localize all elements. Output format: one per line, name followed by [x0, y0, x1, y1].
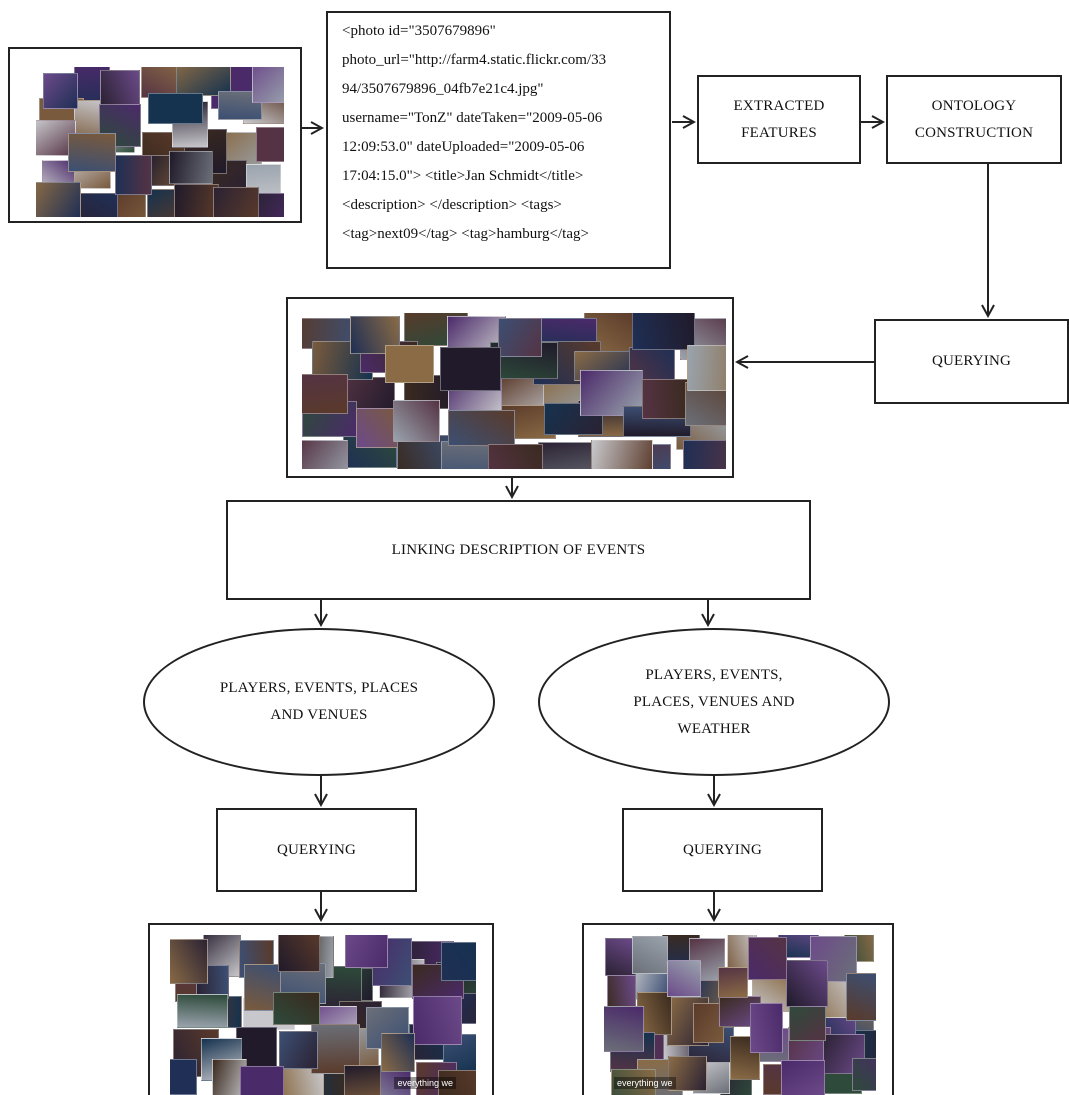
- photo-tile: [448, 409, 516, 447]
- photo-tile: [497, 317, 543, 357]
- metadata-line: <description> </description> <tags>: [342, 197, 562, 213]
- ellipse-right-label: PLAYERS, EVENTS, PLACES, VENUES AND WEAT…: [633, 666, 795, 737]
- collage-caption: everything we: [394, 1077, 456, 1089]
- photo-tile: [173, 183, 219, 217]
- photo-tile: [439, 347, 501, 392]
- photo-tile: [251, 67, 284, 103]
- photo-tile: [169, 151, 213, 184]
- photo-tile: [115, 154, 153, 195]
- photo-tile: [605, 937, 636, 976]
- photo-tile: [175, 67, 232, 96]
- input-collage-frame: [8, 47, 302, 223]
- result-collage-right-frame: everything we: [582, 923, 894, 1095]
- ontology-construction-label: ONTOLOGY CONSTRUCTION: [914, 97, 1034, 141]
- querying-right-box: [622, 808, 823, 892]
- photo-tile: [851, 1058, 876, 1092]
- photo-tile: [750, 1003, 784, 1053]
- input-photo-collage: [36, 67, 284, 217]
- photo-tile: [384, 344, 434, 383]
- ellipse-players-events-places-venues-weather: [538, 628, 890, 776]
- queried-photo-collage: [302, 313, 726, 469]
- photo-metadata-text: <photo id="3507679896" photo_url="http:/…: [342, 17, 606, 249]
- result-collage-left: everything we: [170, 935, 476, 1095]
- linking-description-box: [226, 500, 811, 600]
- photo-tile: [170, 1058, 198, 1095]
- photo-tile: [256, 127, 284, 163]
- metadata-line: <photo id="3507679896": [342, 23, 496, 39]
- photo-tile: [441, 942, 476, 981]
- metadata-line: 17:04:15.0"> <title>Jan Schmidt</title>: [342, 168, 584, 184]
- photo-tile: [747, 937, 788, 980]
- photo-tile: [632, 313, 696, 351]
- metadata-line: 12:09:53.0" dateUploaded="2009-05-06: [342, 139, 585, 155]
- querying-left-label: QUERYING: [276, 841, 357, 858]
- photo-tile: [611, 1068, 656, 1095]
- collage-caption: everything we: [614, 1077, 676, 1089]
- querying-left-box: [216, 808, 417, 892]
- photo-tile: [845, 972, 876, 1021]
- photo-tile: [667, 959, 701, 997]
- result-collage-left-frame: everything we: [148, 923, 494, 1095]
- photo-tile: [717, 966, 748, 998]
- photo-tile: [272, 991, 321, 1025]
- photo-tile: [789, 1004, 826, 1041]
- photo-tile: [438, 1069, 476, 1095]
- photo-tile: [641, 378, 690, 420]
- photo-tile: [413, 996, 462, 1045]
- photo-tile: [682, 440, 726, 469]
- result-collage-right: everything we: [604, 935, 876, 1095]
- photo-tile: [42, 73, 79, 110]
- photo-tile: [99, 70, 141, 105]
- photo-tile: [488, 443, 543, 469]
- photo-tile: [604, 1005, 644, 1052]
- ellipse-left-label: PLAYERS, EVENTS, PLACES AND VENUES: [219, 680, 419, 723]
- photo-tile: [302, 439, 349, 469]
- photo-tile: [686, 344, 726, 392]
- metadata-line: username="TonZ" dateTaken="2009-05-06: [342, 110, 603, 126]
- photo-tile: [278, 1030, 319, 1069]
- photo-tile: [780, 1059, 826, 1095]
- photo-tile: [212, 186, 259, 217]
- photo-metadata-box: <photo id="3507679896" photo_url="http:/…: [326, 11, 671, 269]
- photo-tile: [591, 439, 654, 469]
- photo-tile: [302, 373, 348, 415]
- photo-tile: [392, 399, 440, 443]
- photo-tile: [345, 935, 389, 969]
- photo-tile: [148, 92, 203, 124]
- querying-top-box: [874, 319, 1069, 404]
- photo-tile: [381, 1033, 415, 1073]
- photo-tile: [36, 182, 81, 217]
- querying-right-label: QUERYING: [682, 841, 763, 858]
- photo-tile: [240, 1065, 284, 1095]
- queried-collage-frame: [286, 297, 734, 478]
- metadata-line: <tag>next09</tag> <tag>hamburg</tag>: [342, 226, 589, 242]
- ellipse-players-events-places-venues: [143, 628, 495, 776]
- extracted-features-label: EXTRACTED FEATURES: [733, 97, 825, 141]
- metadata-line: photo_url="http://farm4.static.flickr.co…: [342, 52, 607, 68]
- photo-tile: [667, 1055, 707, 1091]
- photo-tile: [67, 132, 116, 173]
- photo-tile: [170, 938, 209, 984]
- metadata-line: 94/3507679896_04fb7e21c4.jpg": [342, 81, 544, 97]
- querying-top-label: QUERYING: [931, 353, 1012, 369]
- photo-tile: [177, 993, 228, 1028]
- ontology-construction-box: [886, 75, 1062, 164]
- photo-tile: [786, 960, 828, 1007]
- extracted-features-box: [697, 75, 861, 164]
- photo-tile: [344, 1065, 381, 1095]
- linking-description-label: LINKING DESCRIPTION OF EVENTS: [391, 541, 646, 558]
- photo-tile: [278, 935, 321, 972]
- photo-tile: [631, 935, 668, 974]
